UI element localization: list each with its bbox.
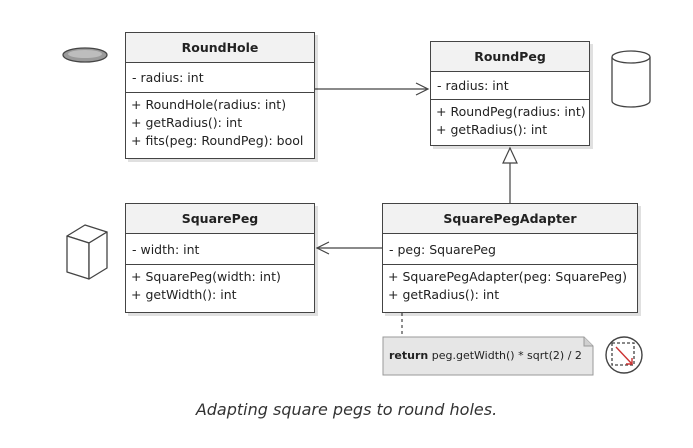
inheritance-triangle <box>502 146 518 164</box>
note-expression: peg.getWidth() * sqrt(2) / 2 <box>431 349 582 362</box>
association-arrowhead <box>415 82 430 96</box>
class-name: RoundPeg <box>431 42 589 72</box>
figure-caption: Adapting square pegs to round holes. <box>195 400 498 419</box>
operation-getradius: + getRadius(): int <box>388 287 500 302</box>
attribute-width: - width: int <box>132 241 200 257</box>
attributes-compartment: - radius: int <box>126 63 314 93</box>
class-squarepeg: SquarePeg - width: int + SquarePeg(width… <box>125 203 315 313</box>
attributes-compartment: - width: int <box>126 234 314 265</box>
class-name: SquarePegAdapter <box>383 204 637 234</box>
operation-constructor: + SquarePeg(width: int) <box>131 269 281 284</box>
operations-compartment: + RoundPeg(radius: int) + getRadius(): i… <box>431 100 589 139</box>
class-roundhole: RoundHole - radius: int + RoundHole(radi… <box>125 32 315 159</box>
note-keyword: return <box>389 349 429 362</box>
operation-constructor: + RoundPeg(radius: int) <box>436 104 586 119</box>
attribute-radius: - radius: int <box>437 78 509 93</box>
operation-getradius: + getRadius(): int <box>131 115 243 130</box>
operation-constructor: + RoundHole(radius: int) <box>131 97 287 112</box>
class-name: SquarePeg <box>126 204 314 234</box>
note-text: return peg.getWidth() * sqrt(2) / 2 <box>389 349 582 362</box>
operation-getwidth: + getWidth(): int <box>131 287 237 302</box>
attribute-peg: - peg: SquarePeg <box>389 241 496 257</box>
square-peg-cube-icon <box>66 224 108 280</box>
code-note: return peg.getWidth() * sqrt(2) / 2 <box>383 337 593 375</box>
round-peg-cylinder-icon <box>611 50 651 108</box>
adapter-icon <box>605 336 643 374</box>
operations-compartment: + SquarePeg(width: int) + getWidth(): in… <box>126 265 314 304</box>
operation-constructor: + SquarePegAdapter(peg: SquarePeg) <box>388 269 627 284</box>
attribute-radius: - radius: int <box>132 70 204 85</box>
class-roundpeg: RoundPeg - radius: int + RoundPeg(radius… <box>430 41 590 146</box>
operations-compartment: + SquarePegAdapter(peg: SquarePeg) + get… <box>383 265 637 304</box>
association-arrowhead-2 <box>315 241 330 255</box>
operations-compartment: + RoundHole(radius: int) + getRadius(): … <box>126 93 314 150</box>
attributes-compartment: - radius: int <box>431 72 589 100</box>
attributes-compartment: - peg: SquarePeg <box>383 234 637 265</box>
operation-getradius: + getRadius(): int <box>436 122 548 137</box>
operation-fits: + fits(peg: RoundPeg): bool <box>131 133 304 148</box>
class-name: RoundHole <box>126 33 314 63</box>
class-squarepegadapter: SquarePegAdapter - peg: SquarePeg + Squa… <box>382 203 638 313</box>
note-shape <box>382 336 594 376</box>
round-hole-icon <box>62 47 108 63</box>
